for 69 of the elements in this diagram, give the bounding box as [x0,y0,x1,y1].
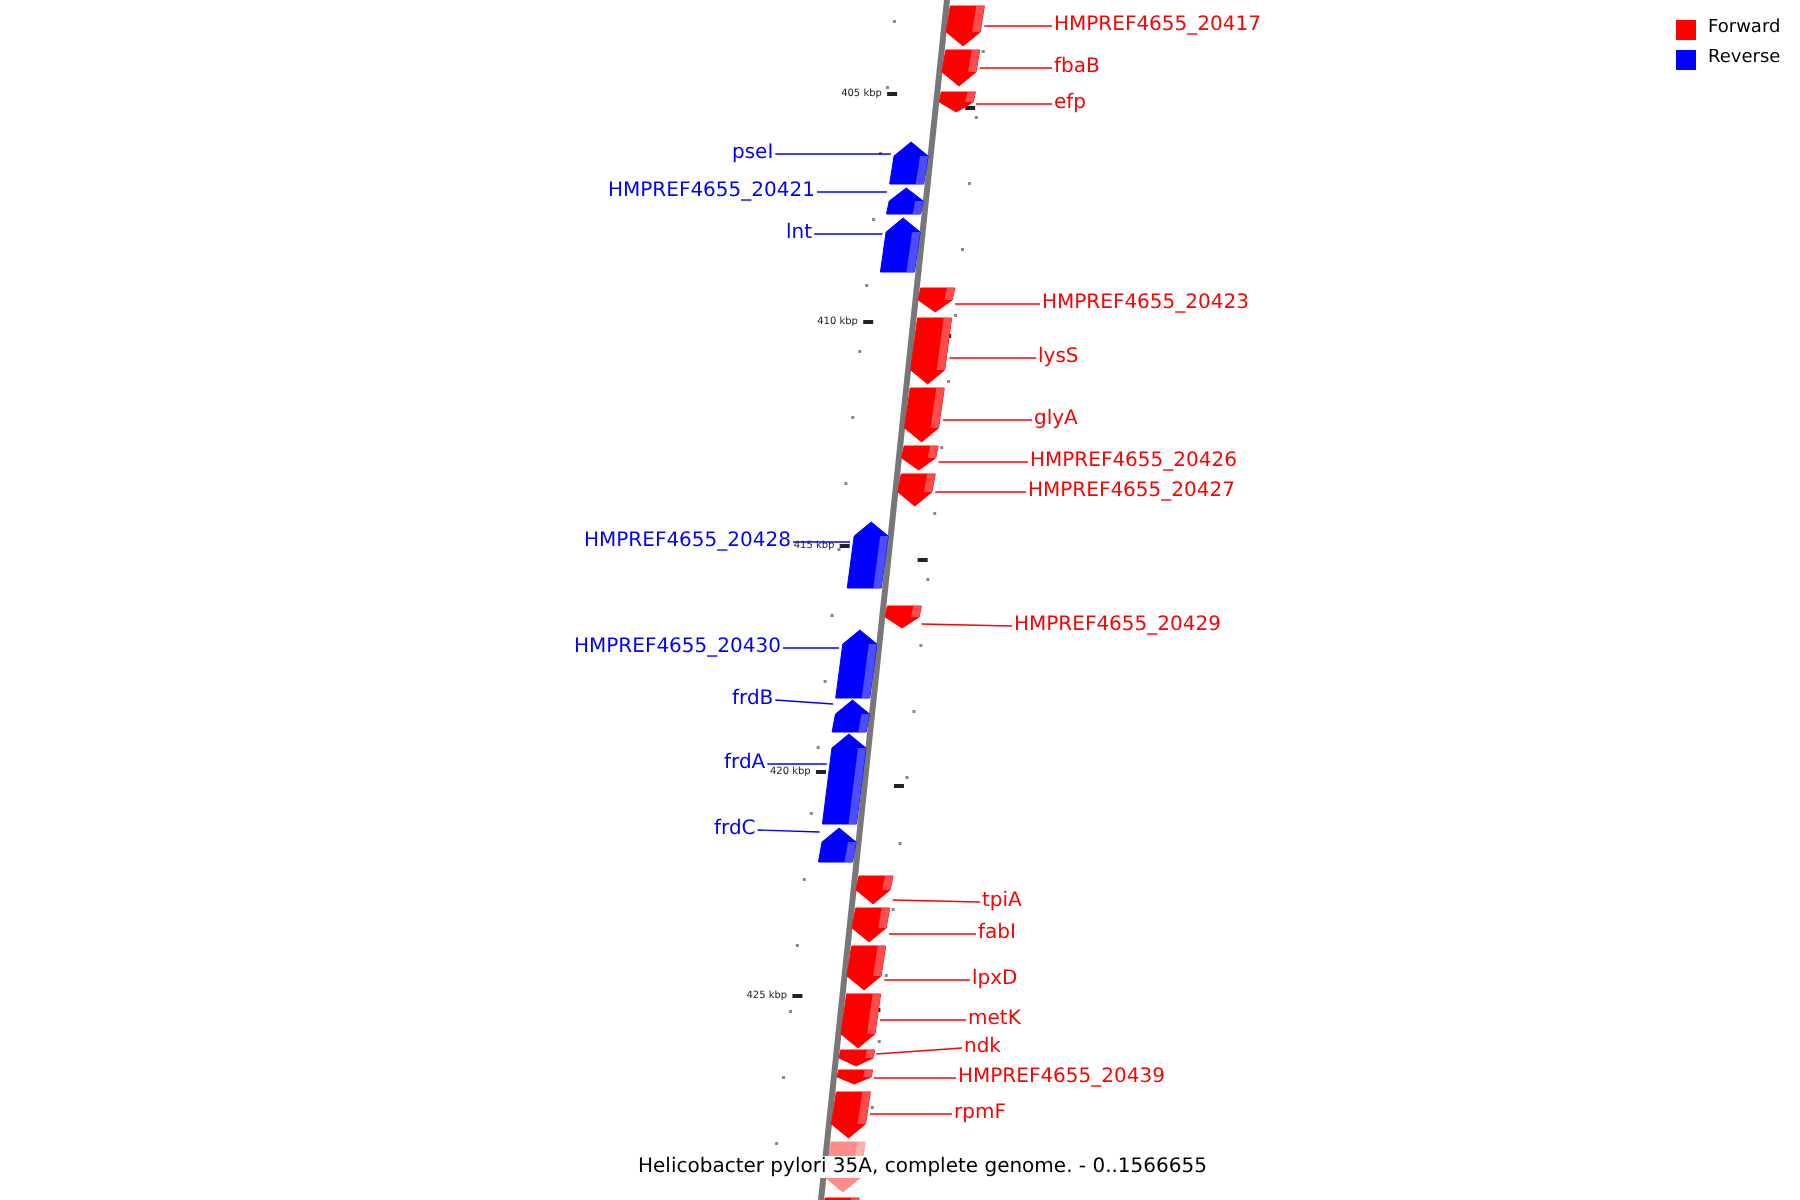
leader-line [766,763,828,765]
leader-line [942,419,1033,421]
leader-line [920,623,1013,627]
gene-label: metK [968,1008,1021,1032]
leader-line [937,461,1029,463]
leader-line [891,899,981,903]
gene-feature [886,187,924,215]
leader-line [756,829,821,833]
leader-line [883,979,971,981]
gene-label: lnt [786,222,813,246]
gene-label: efp [1054,92,1087,116]
gene-feature [846,945,887,991]
gene-label: ndk [964,1036,1001,1060]
gene-feature [941,49,981,87]
gene-feature [838,1049,876,1067]
gene-label: lpxD [972,968,1018,992]
leader-line [792,541,851,543]
gene-feature [910,317,953,385]
gene-feature [884,605,922,629]
gene-label: fabI [978,922,1016,946]
gene-label: tpiA [982,890,1022,914]
leader-line [879,1019,967,1021]
gene-feature [855,875,894,905]
gene-label: HMPREF4655_20428 [584,530,791,554]
leader-line [782,647,840,649]
gene-label: frdB [732,688,774,712]
leader-line [774,699,834,705]
leader-line [774,153,892,155]
leader-line [979,67,1053,69]
leader-line [954,303,1041,305]
legend-label: Forward [1708,18,1781,40]
gene-label: glyA [1034,408,1078,432]
gene-label: frdC [714,818,756,842]
gene-feature [831,1091,871,1139]
gene-label: HMPREF4655_20426 [1030,450,1237,474]
leader-line [869,1113,953,1115]
leader-line [975,103,1053,105]
gene-label: pseI [732,142,774,166]
gene-label: HMPREF4655_20421 [608,180,815,204]
gene-feature [836,1069,874,1085]
gene-label: rpmF [954,1102,1006,1126]
leader-line [816,191,888,193]
gene-label: frdA [724,752,766,776]
gene-feature [889,141,929,185]
leader-line [888,933,977,935]
leader-line [983,25,1053,27]
gene-label: HMPREF4655_20439 [958,1066,1165,1090]
gene-feature [818,827,857,863]
gene-label: HMPREF4655_20423 [1042,292,1249,316]
gene-feature [901,445,939,471]
gene-feature [851,907,891,943]
gene-feature [831,699,870,733]
gene-feature [846,521,889,589]
gene-label: lysS [1038,346,1079,370]
leader-line [948,357,1037,359]
legend-label: Reverse [1708,48,1781,70]
gene-label: HMPREF4655_20430 [574,636,781,660]
leader-line [873,1077,957,1079]
gene-label: HMPREF4655_20429 [1014,614,1221,638]
gene-feature [945,5,985,47]
gene-label: HMPREF4655_20417 [1054,14,1261,38]
gene-feature [938,91,976,113]
gene-feature [897,473,936,507]
gene-feature [917,287,956,313]
leader-line [813,233,884,235]
gene-label: HMPREF4655_20427 [1028,480,1235,504]
leader-line [934,491,1027,493]
leader-line [875,1047,963,1055]
gene-label: fbaB [1054,56,1100,80]
